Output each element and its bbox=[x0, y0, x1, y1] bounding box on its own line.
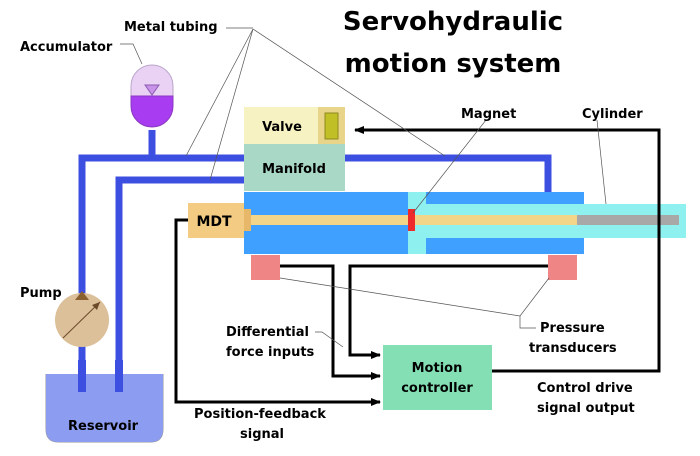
accumulator-triangle-icon bbox=[144, 84, 160, 96]
valve[interactable]: Valve bbox=[244, 107, 345, 144]
title-line-1: Servohydraulic bbox=[343, 7, 563, 37]
accumulator bbox=[130, 64, 174, 128]
force-input-wire-2 bbox=[348, 264, 548, 359]
control-drive-wire bbox=[354, 126, 661, 373]
position-feedback-label-1: Position-feedback bbox=[194, 407, 326, 422]
signal-wires bbox=[174, 126, 661, 406]
valve-label: Valve bbox=[262, 120, 302, 135]
leader-lines bbox=[120, 27, 607, 348]
control-drive-label-2: signal output bbox=[537, 401, 635, 416]
reservoir bbox=[45, 360, 164, 443]
pressure-label-1: Pressure bbox=[540, 321, 605, 336]
cylinder[interactable] bbox=[244, 192, 686, 254]
mdt-sensor[interactable]: MDT bbox=[188, 203, 244, 238]
metal-tubing-label: Metal tubing bbox=[124, 20, 218, 35]
manifold[interactable]: Manifold bbox=[244, 144, 345, 191]
motion-controller[interactable]: Motion controller bbox=[383, 345, 492, 410]
differential-label-1: Differential bbox=[226, 325, 309, 340]
position-feedback-label-2: signal bbox=[240, 427, 284, 442]
accumulator-label: Accumulator bbox=[20, 40, 113, 55]
pressure-transducer-right bbox=[548, 255, 577, 280]
magnet bbox=[408, 209, 415, 231]
differential-label-2: force inputs bbox=[226, 345, 315, 360]
title-line-2: motion system bbox=[345, 49, 562, 79]
force-input-wire-1 bbox=[280, 264, 381, 380]
position-feedback-wire bbox=[174, 218, 381, 406]
motion-controller-label-1: Motion bbox=[412, 361, 463, 376]
manifold-label: Manifold bbox=[262, 162, 326, 177]
rod-end bbox=[577, 215, 679, 225]
valve-spool bbox=[324, 112, 339, 140]
pump-direction-icon bbox=[75, 291, 89, 300]
pump-label: Pump bbox=[20, 286, 62, 301]
return-line bbox=[115, 176, 246, 392]
mdt-label: MDT bbox=[196, 214, 232, 230]
pressure-label-2: transducers bbox=[529, 341, 617, 356]
control-drive-label-1: Control drive bbox=[537, 381, 633, 396]
pressure-transducer-left bbox=[251, 255, 280, 280]
cylinder-label: Cylinder bbox=[582, 107, 643, 122]
motion-controller-label-2: controller bbox=[401, 381, 473, 396]
magnet-label: Magnet bbox=[461, 107, 516, 122]
pump bbox=[55, 291, 109, 347]
reservoir-label: Reservoir bbox=[68, 419, 139, 434]
